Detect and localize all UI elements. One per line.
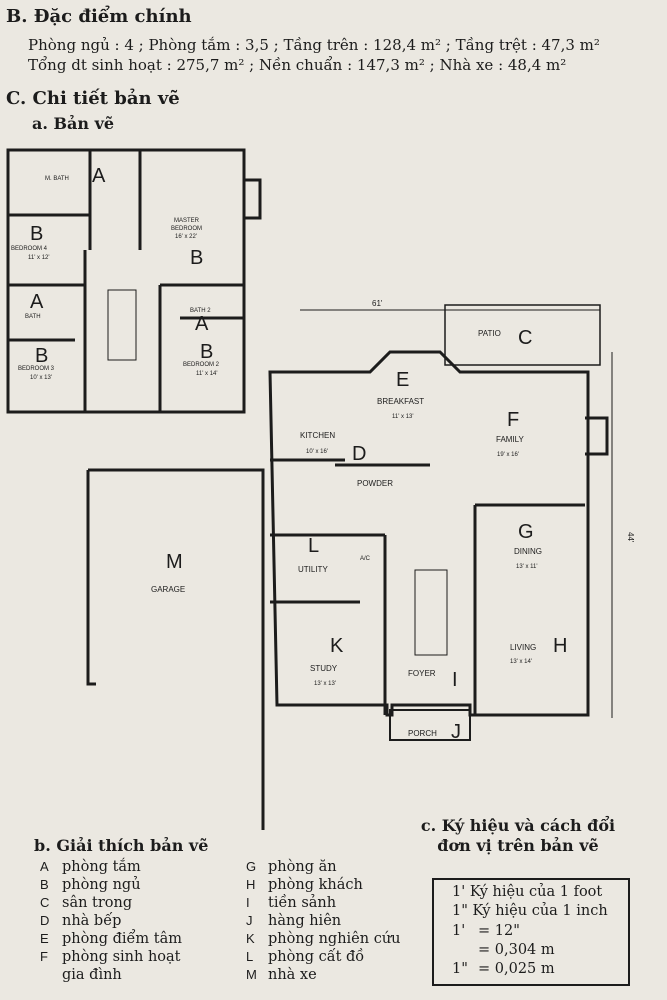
- label-garage: GARAGE: [151, 585, 185, 594]
- label-utility: UTILITY: [298, 565, 328, 574]
- letter-m: M: [166, 551, 183, 573]
- upper-floor-outline: [6, 148, 246, 414]
- label-dining: DINING: [514, 547, 542, 556]
- label-bedroom3: BEDROOM 3: [18, 366, 55, 372]
- width-dimension: 61': [372, 299, 383, 308]
- label-bath2: BATH 2: [190, 308, 211, 314]
- section-c-heading: C. Chi tiết bản vẽ: [6, 88, 180, 109]
- legend-item: gia đình: [62, 967, 122, 983]
- section-b-heading: B. Đặc điểm chính: [6, 6, 192, 27]
- drawing-subheading: a. Bản vẽ: [32, 114, 115, 133]
- label-master-bedroom: BEDROOM: [171, 226, 202, 232]
- label-m-bath: M. BATH: [45, 176, 69, 182]
- label-dining-dim: 13' x 11': [516, 564, 538, 570]
- floor-plan-drawing: 61' 44' M. BATH MASTER BEDROOM 16' x 22'…: [6, 148, 635, 830]
- letter-h: H: [553, 635, 567, 657]
- letter-f: F: [507, 409, 519, 431]
- label-bath: BATH: [25, 314, 41, 320]
- unit-conversion-box: 1' Ký hiệu của 1 foot 1" Ký hiệu của 1 i…: [432, 878, 630, 986]
- garage-outline: [86, 468, 265, 830]
- eq3-rhs: = 0,025 m: [478, 961, 555, 977]
- symbols-title-line-1: c. Ký hiệu và cách đổi: [420, 816, 616, 835]
- legend-title: b. Giải thích bản vẽ: [34, 836, 209, 855]
- label-bedroom3-dim: 10' x 13': [30, 375, 52, 381]
- eq2: = 0,304 m: [478, 942, 555, 958]
- eq3-lhs: 1": [452, 961, 468, 977]
- label-ac: A/C: [360, 556, 371, 562]
- symbols-title-line-2: đơn vị trên bản vẽ: [437, 836, 599, 855]
- label-breakfast: BREAKFAST: [377, 397, 424, 406]
- label-family: FAMILY: [496, 435, 525, 444]
- label-powder: POWDER: [357, 479, 393, 488]
- label-bedroom4: BEDROOM 4: [11, 246, 48, 252]
- label-breakfast-dim: 11' x 13': [392, 414, 414, 420]
- specs-line-2: Tổng dt sinh hoạt : 275,7 m² ; Nền chuẩn…: [28, 56, 567, 74]
- eq1-rhs: = 12": [478, 923, 520, 939]
- symbols-title: c. Ký hiệu và cách đổi đơn vị trên bản v…: [412, 816, 624, 856]
- label-porch: PORCH: [408, 729, 437, 738]
- letter-a-bath2: A: [195, 313, 209, 335]
- inch-symbol: 1" Ký hiệu của 1 inch: [452, 903, 608, 919]
- label-living: LIVING: [510, 643, 536, 652]
- label-master: MASTER: [174, 218, 200, 224]
- label-patio: PATIO: [478, 329, 501, 338]
- label-bedroom2-dim: 11' x 14': [196, 371, 218, 377]
- label-kitchen: KITCHEN: [300, 431, 335, 440]
- label-bedroom2: BEDROOM 2: [183, 362, 220, 368]
- label-living-dim: 13' x 14': [510, 659, 532, 665]
- label-foyer: FOYER: [408, 669, 436, 678]
- letter-i: I: [452, 669, 458, 691]
- letter-b-bedroom2: B: [200, 341, 213, 363]
- label-study: STUDY: [310, 664, 338, 673]
- letter-b-master: B: [190, 247, 203, 269]
- letter-b-bedroom3: B: [35, 345, 48, 367]
- letter-l: L: [308, 535, 319, 557]
- foot-symbol: 1' Ký hiệu của 1 foot: [452, 884, 603, 900]
- letter-b-bedroom4: B: [30, 223, 43, 245]
- label-master-dim: 16' x 22': [175, 234, 197, 240]
- eq1-lhs: 1': [452, 923, 466, 939]
- specs-line-1: Phòng ngủ : 4 ; Phòng tắm : 3,5 ; Tầng t…: [28, 36, 600, 54]
- letter-a-bath: A: [30, 291, 44, 313]
- letter-j: J: [451, 721, 461, 743]
- patio-outline: [444, 304, 601, 366]
- depth-dimension: 44': [626, 532, 635, 543]
- letter-c: C: [518, 327, 532, 349]
- letter-d: D: [352, 443, 366, 465]
- letter-e: E: [396, 369, 409, 391]
- label-study-dim: 13' x 13': [314, 681, 336, 687]
- label-family-dim: 19' x 16': [497, 452, 519, 458]
- label-kitchen-dim: 10' x 16': [306, 449, 328, 455]
- label-bedroom4-dim: 11' x 12': [28, 255, 50, 261]
- letter-g: G: [518, 521, 534, 543]
- porch-outline: [389, 709, 471, 741]
- letter-a-mbath: A: [92, 165, 106, 187]
- letter-k: K: [330, 635, 344, 657]
